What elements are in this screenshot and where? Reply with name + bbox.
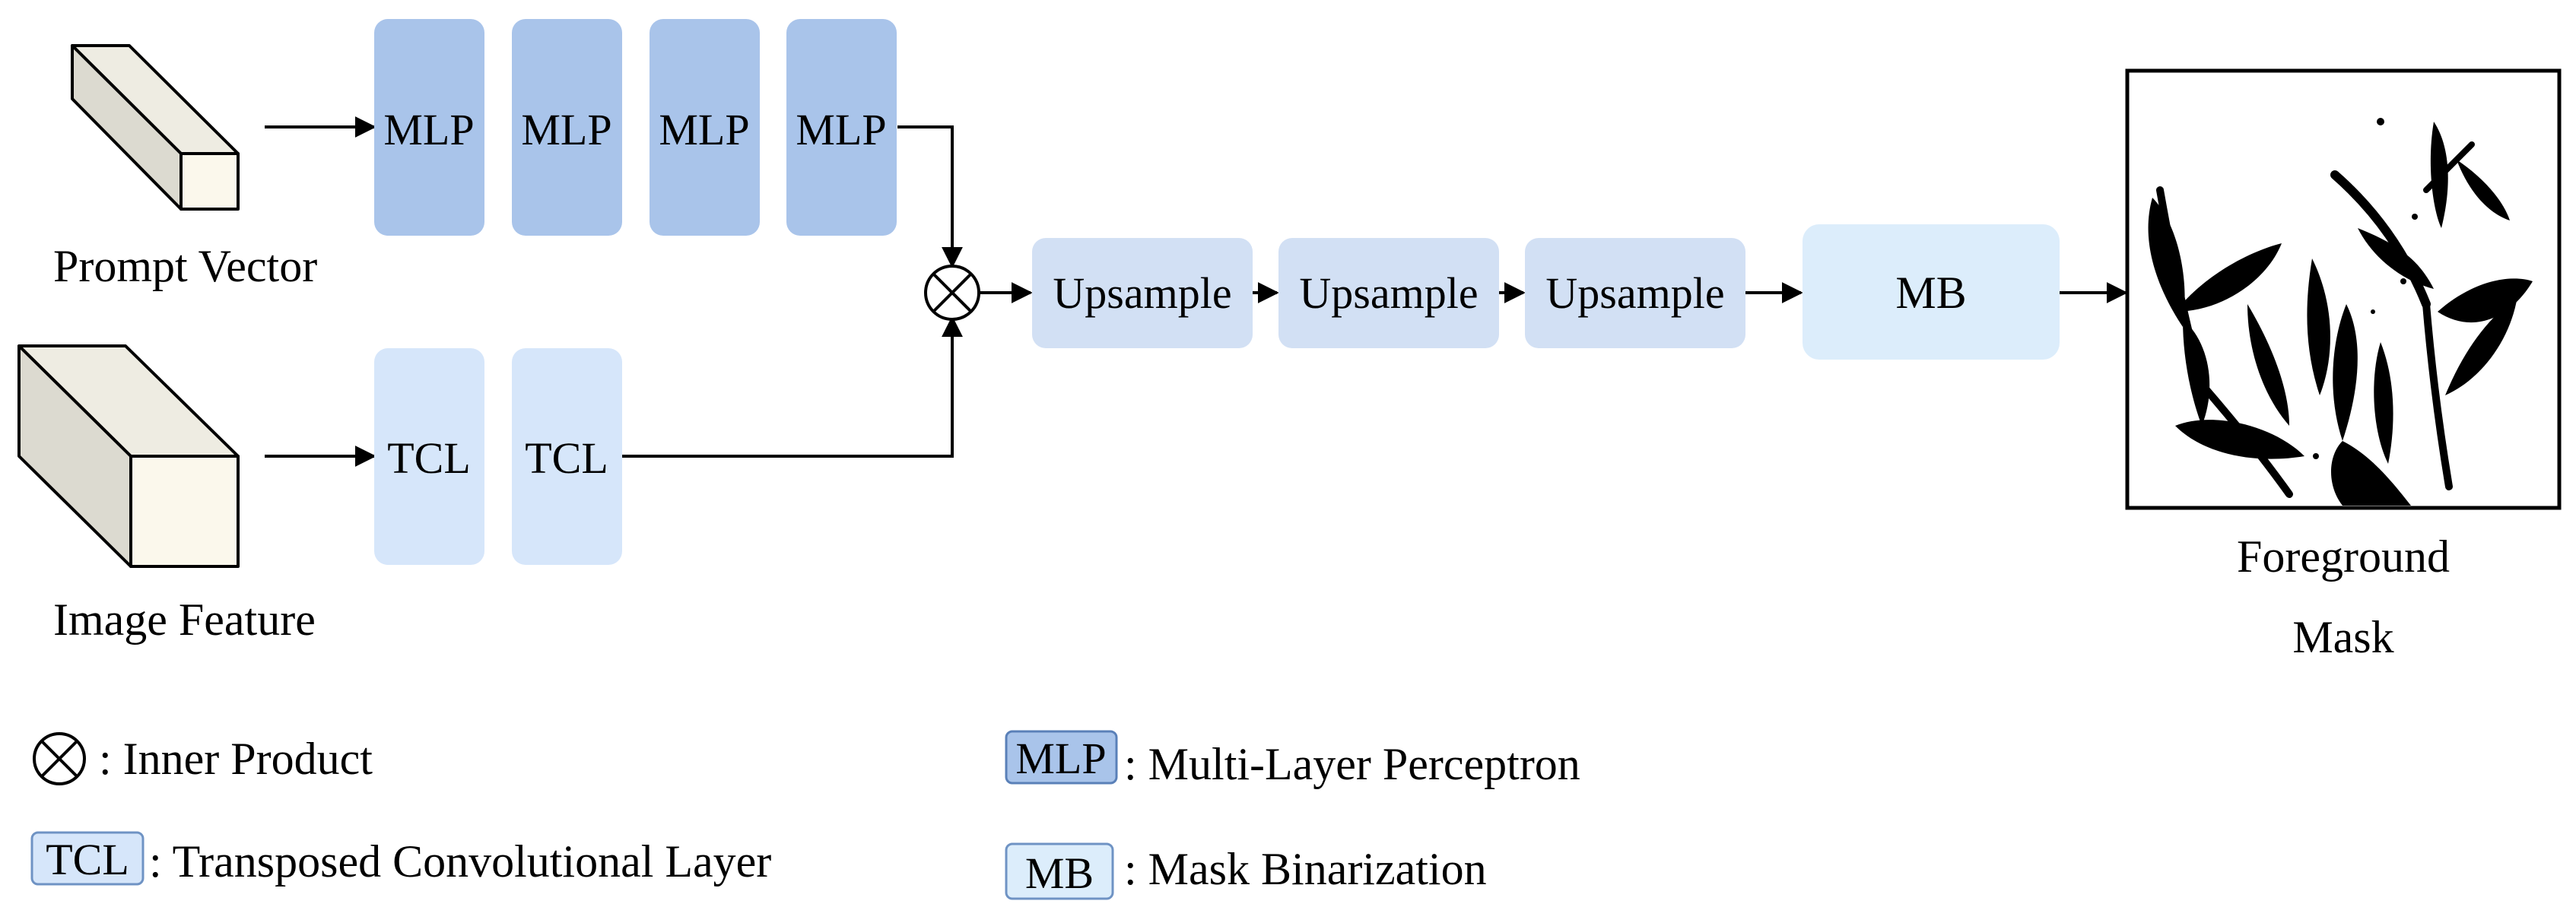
legend-inner-product-icon (33, 732, 86, 785)
inner-product-icon (924, 265, 980, 321)
svg-text:MB: MB (1025, 848, 1094, 898)
arrow-tcl-to-product (622, 316, 963, 458)
legend-mb-swatch: MB (1005, 842, 1114, 900)
arrow-mlp-to-product (897, 125, 963, 268)
svg-text:TCL: TCL (46, 835, 129, 884)
svg-text:MLP: MLP (659, 105, 749, 154)
svg-text:MLP: MLP (1015, 734, 1106, 783)
prompt-vector-label: Prompt Vector (53, 241, 317, 291)
svg-text:MLP: MLP (796, 105, 886, 154)
foreground-mask-image (2125, 68, 2562, 510)
mask-label-line2: Mask (2292, 612, 2393, 662)
legend-tcl-text: : Transposed Convolutional Layer (149, 836, 771, 887)
prompt-vector-cube-icon (71, 44, 240, 211)
svg-text:TCL: TCL (525, 433, 608, 483)
mlp-block: MLP (786, 19, 897, 236)
legend-mlp-text: : Multi-Layer Perceptron (1124, 739, 1580, 789)
upsample-block: Upsample (1032, 238, 1253, 348)
legend-tcl-swatch: TCL (30, 831, 145, 886)
mlp-block: MLP (374, 19, 484, 236)
svg-text:Upsample: Upsample (1053, 268, 1231, 318)
svg-text:TCL: TCL (387, 433, 471, 483)
legend-inner-product-text: : Inner Product (99, 734, 373, 784)
leaf-silhouette-icon (2148, 118, 2533, 506)
image-feature-cube-icon (17, 344, 240, 568)
legend: : Inner Product TCL : Transposed Convolu… (30, 730, 1580, 900)
svg-text:Upsample: Upsample (1299, 268, 1478, 318)
tcl-block: TCL (374, 348, 484, 565)
mlp-block: MLP (650, 19, 760, 236)
tcl-block: TCL (512, 348, 622, 565)
legend-mb-text: : Mask Binarization (1124, 844, 1487, 894)
image-feature-label: Image Feature (53, 595, 316, 645)
svg-text:Upsample: Upsample (1545, 268, 1724, 318)
mask-label-line1: Foreground (2237, 531, 2450, 582)
legend-mlp-swatch: MLP (1005, 730, 1118, 785)
svg-text:MLP: MLP (383, 105, 474, 154)
upsample-block: Upsample (1278, 238, 1499, 348)
upsample-block: Upsample (1525, 238, 1745, 348)
mlp-block: MLP (512, 19, 622, 236)
svg-text:MLP: MLP (521, 105, 611, 154)
svg-text:MB: MB (1895, 268, 1966, 318)
mb-block: MB (1803, 224, 2060, 360)
